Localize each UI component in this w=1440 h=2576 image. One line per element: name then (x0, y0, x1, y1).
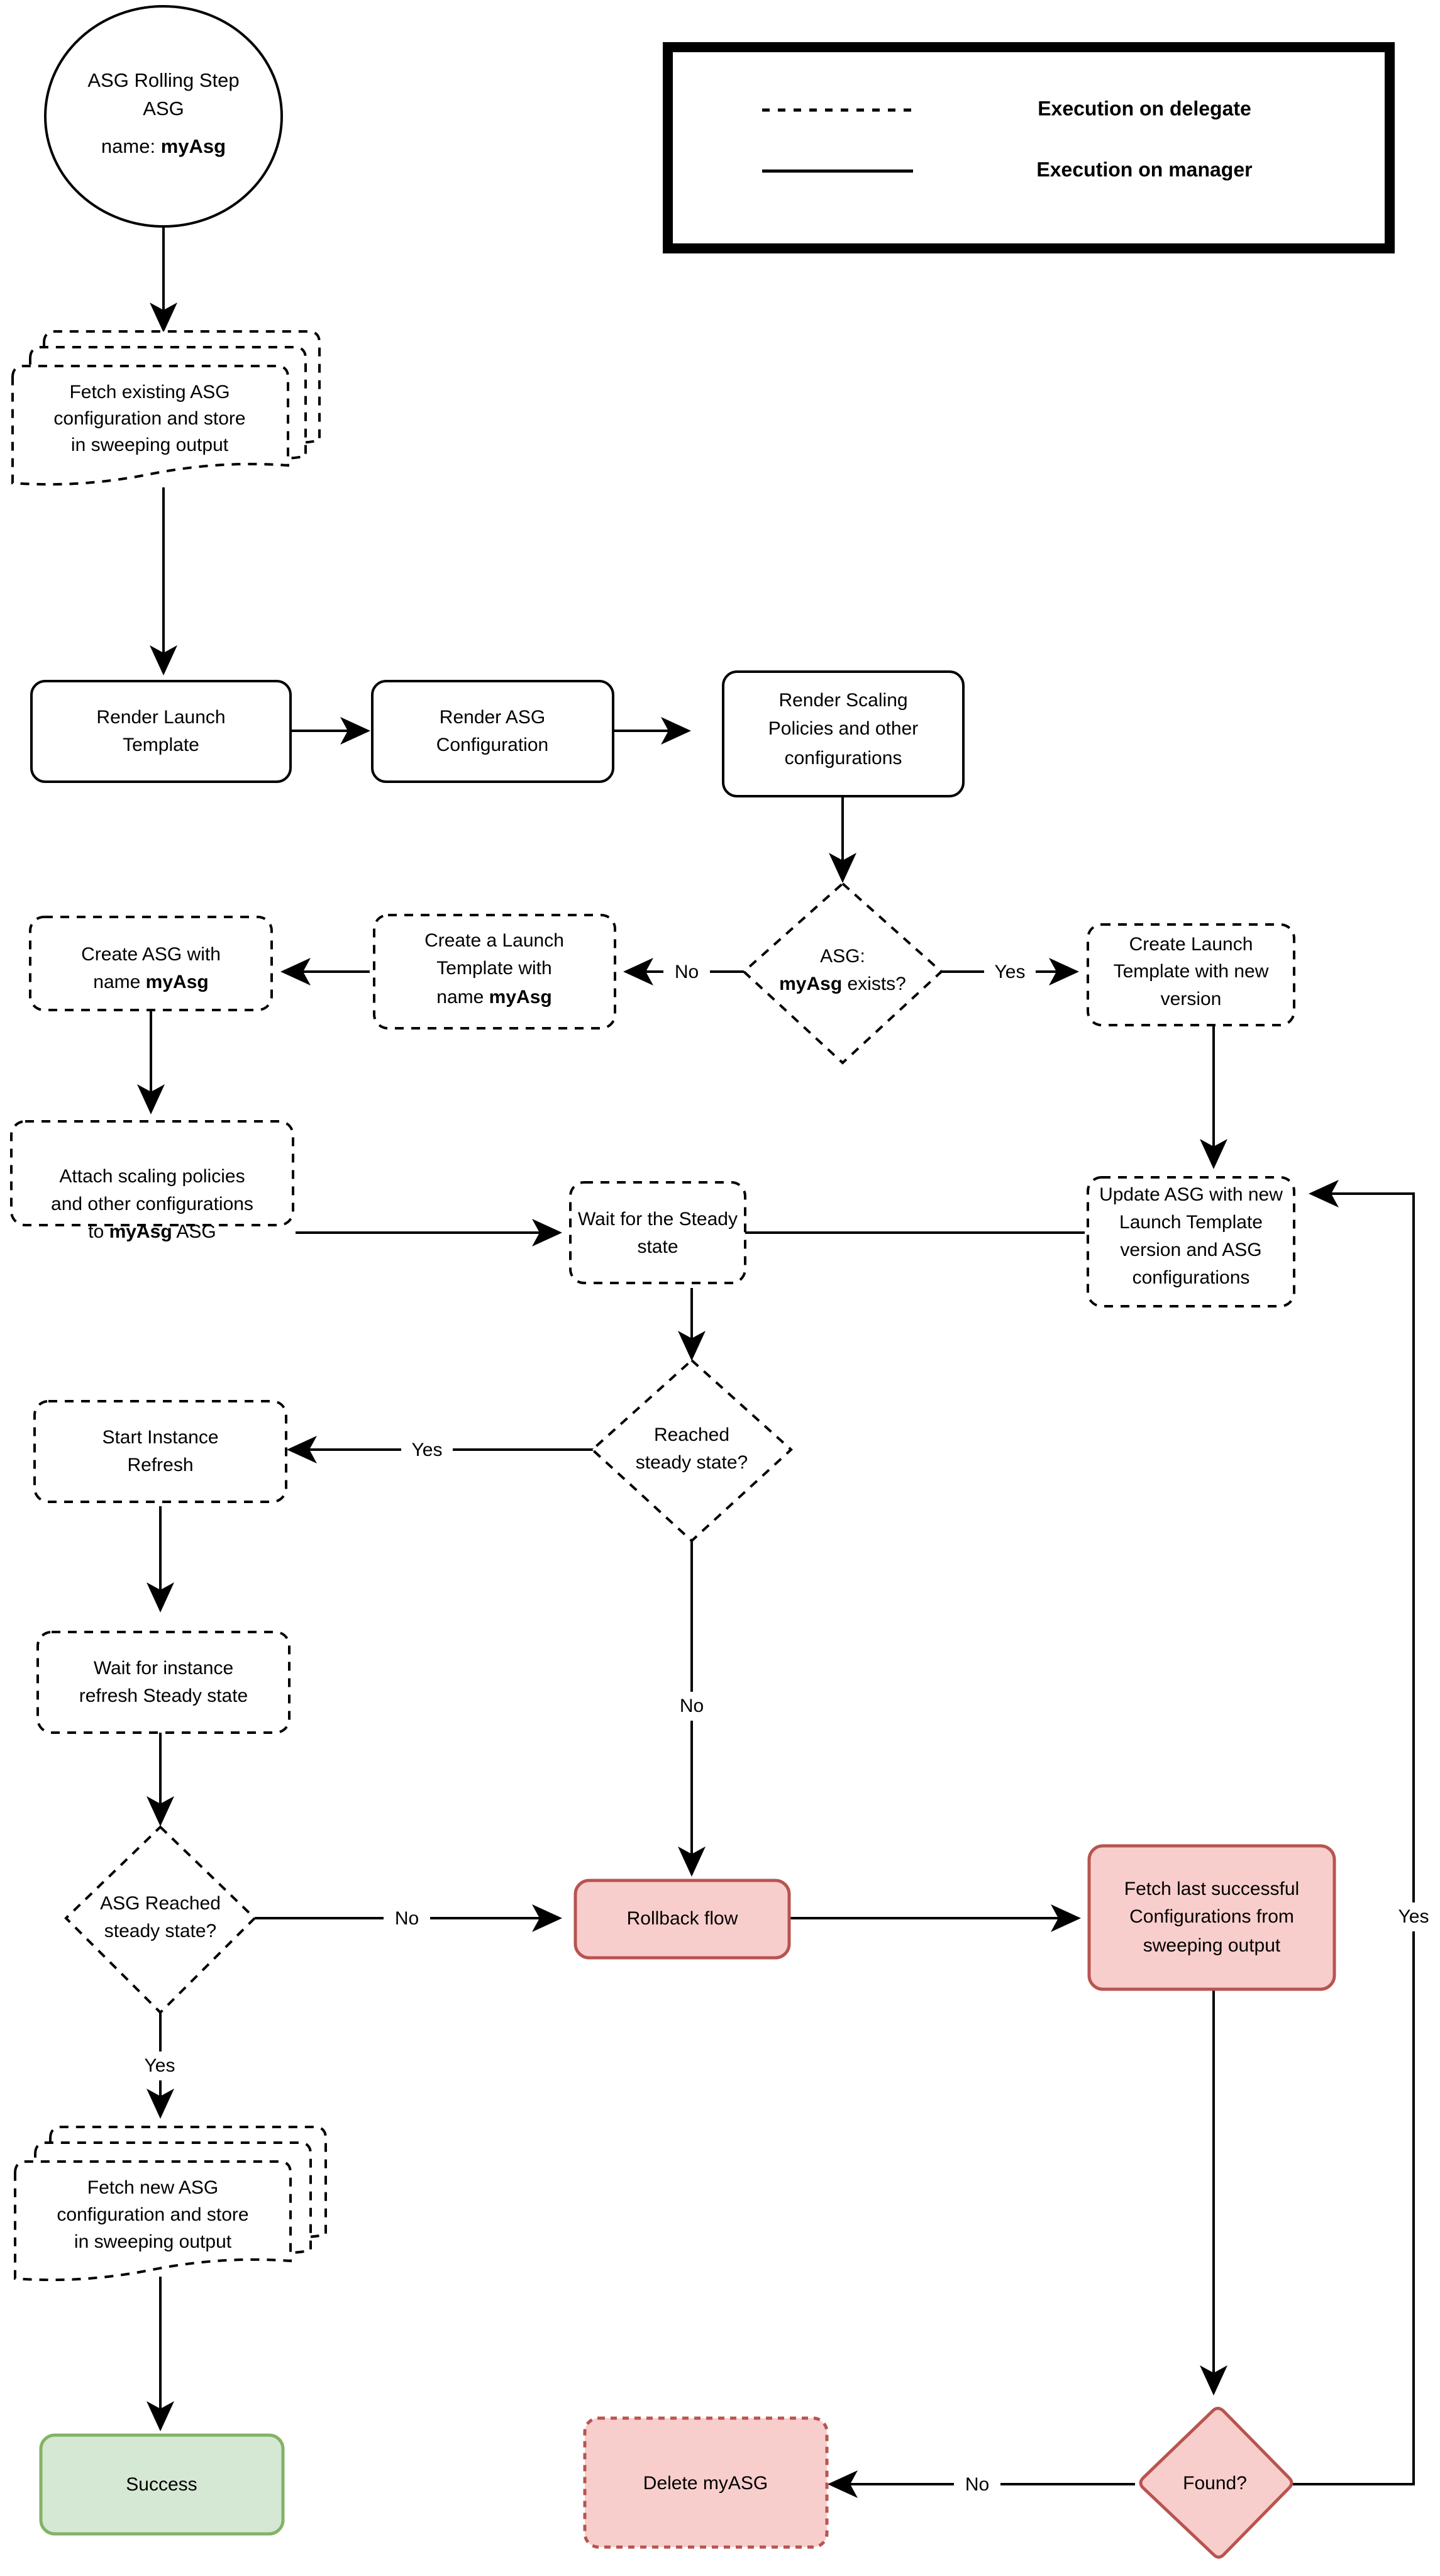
node-render-scaling-policies[interactable]: Render Scaling Policies and other config… (722, 670, 965, 797)
node-render-launch-template[interactable]: Render Launch Template (30, 680, 292, 783)
node-create-lt-new-line1: Create Launch (1129, 934, 1253, 955)
node-wait-steady-line1: Wait for the Steady (578, 1209, 738, 1230)
node-create-asg-line2-prefix: name (93, 972, 145, 992)
edge-labels: No Yes Yes No No Yes No Yes (134, 958, 1437, 2499)
node-render-scaling-line3: configurations (785, 748, 902, 769)
node-update-asg[interactable]: Update ASG with new Launch Template vers… (1087, 1176, 1295, 1307)
edge-label-reached-steady-yes: Yes (412, 1440, 443, 1460)
node-wait-steady-state[interactable]: Wait for the Steady state (569, 1181, 746, 1284)
node-create-asg-line1: Create ASG with (81, 944, 221, 965)
node-decision-asg-reached-steady[interactable]: ASG Reached steady state? (64, 1825, 257, 2014)
node-attach-line3-prefix: to (88, 1221, 109, 1242)
node-fetch-last-successful[interactable]: Fetch last successful Configurations fro… (1087, 1844, 1336, 1991)
node-wait-instance-refresh[interactable]: Wait for instance refresh Steady state (36, 1631, 291, 1734)
edge-label-found-yes: Yes (1398, 1906, 1429, 1927)
node-asg-reached-line2: steady state? (104, 1921, 216, 1941)
node-create-lt-named-line3-bold: myAsg (489, 987, 552, 1008)
node-fetch-existing-asg[interactable]: Fetch existing ASG configuration and sto… (11, 330, 321, 486)
node-start-refresh-line1: Start Instance (102, 1427, 218, 1448)
node-render-scaling-line1: Render Scaling (778, 690, 907, 711)
node-rollback-line1: Rollback flow (627, 1908, 738, 1929)
svg-text:name myAsg: name myAsg (436, 987, 551, 1008)
node-asg-reached-line1: ASG Reached (100, 1893, 221, 1914)
legend-label-delegate: Execution on delegate (1038, 97, 1251, 119)
node-fetch-last-line2: Configurations from (1129, 1906, 1294, 1927)
node-start-line1: ASG Rolling Step (87, 69, 239, 91)
edge-label-asg-reached-no: No (395, 1908, 419, 1929)
node-fetch-last-line3: sweeping output (1143, 1935, 1281, 1956)
edge-label-reached-steady-no: No (680, 1696, 704, 1716)
node-update-asg-line4: configurations (1133, 1267, 1250, 1288)
node-wait-refresh-line1: Wait for instance (94, 1658, 233, 1679)
node-wait-steady-line2: state (637, 1236, 678, 1257)
node-decision-found[interactable]: Found? (1139, 2406, 1293, 2559)
node-reached-steady-line2: steady state? (636, 1452, 748, 1473)
node-attach-line3-bold: myAsg (109, 1221, 172, 1242)
node-update-asg-line2: Launch Template (1119, 1212, 1263, 1233)
node-attach-line1: Attach scaling policies (59, 1166, 245, 1187)
node-fetch-new-line2: configuration and store (57, 2204, 248, 2225)
node-wait-refresh-line2: refresh Steady state (79, 1685, 248, 1706)
node-attach-scaling-policies[interactable]: Attach scaling policies and other config… (10, 1120, 294, 1242)
node-fetch-last-line1: Fetch last successful (1124, 1879, 1299, 1899)
node-asg-exists-bold: myAsg (779, 974, 842, 994)
node-start-line3-prefix: name: (101, 135, 161, 157)
legend: Execution on delegate Execution on manag… (663, 42, 1395, 253)
node-render-asg-configuration[interactable]: Render ASG Configuration (371, 680, 614, 783)
node-delete-line1: Delete myASG (643, 2473, 768, 2494)
svg-text:name myAsg: name myAsg (93, 972, 208, 992)
node-start-instance-refresh[interactable]: Start Instance Refresh (33, 1400, 287, 1503)
svg-text:name: myAsg: name: myAsg (101, 135, 226, 157)
node-create-asg-line2-bold: myAsg (146, 972, 209, 992)
node-fetch-existing-line1: Fetch existing ASG (69, 382, 230, 402)
node-render-lt-line2: Template (123, 735, 199, 755)
node-fetch-new-line3: in sweeping output (74, 2231, 232, 2252)
node-decision-asg-exists[interactable]: ASG: myAsg exists? (742, 882, 943, 1065)
legend-label-manager: Execution on manager (1036, 158, 1252, 180)
svg-text:to myAsg ASG: to myAsg ASG (88, 1221, 216, 1242)
node-create-lt-new-line2: Template with new (1114, 961, 1269, 982)
node-render-scaling-line2: Policies and other (768, 718, 918, 739)
node-update-asg-line3: version and ASG (1120, 1240, 1261, 1260)
node-delete-myasg[interactable]: Delete myASG (583, 2416, 829, 2549)
edge-label-asg-exists-no: No (675, 962, 699, 982)
node-create-lt-new-version[interactable]: Create Launch Template with new version (1087, 923, 1295, 1026)
node-create-asg[interactable]: Create ASG with name myAsg (29, 916, 273, 1011)
node-render-lt-line1: Render Launch (96, 707, 225, 728)
edge-label-asg-exists-yes: Yes (995, 962, 1026, 982)
node-fetch-existing-line2: configuration and store (53, 408, 245, 429)
node-decision-reached-steady[interactable]: Reached steady state? (590, 1358, 793, 1543)
node-start-line3-bold: myAsg (161, 135, 226, 157)
node-success-line1: Success (126, 2474, 197, 2495)
node-create-launch-template-named[interactable]: Create a Launch Template with name myAsg (373, 914, 616, 1030)
node-asg-exists-line1: ASG: (820, 946, 865, 967)
node-start[interactable]: ASG Rolling Step ASG name: myAsg (44, 5, 283, 228)
node-fetch-new-line1: Fetch new ASG (87, 2177, 218, 2198)
node-render-asg-line2: Configuration (436, 735, 548, 755)
node-attach-line2: and other configurations (51, 1194, 253, 1214)
edge-label-found-no: No (965, 2474, 989, 2495)
node-reached-steady-line1: Reached (654, 1424, 729, 1445)
node-success[interactable]: Success (39, 2433, 285, 2536)
node-create-lt-named-line2: Template with (436, 958, 551, 979)
node-create-lt-new-line3: version (1161, 989, 1222, 1009)
edges (137, 226, 1415, 2498)
node-found-line1: Found? (1183, 2473, 1247, 2494)
node-update-asg-line1: Update ASG with new (1099, 1184, 1283, 1205)
node-create-lt-named-line3-prefix: name (436, 987, 489, 1008)
node-asg-exists-rest: exists? (842, 974, 906, 994)
node-create-lt-named-line1: Create a Launch (424, 930, 564, 951)
node-start-refresh-line2: Refresh (127, 1455, 193, 1475)
node-fetch-existing-line3: in sweeping output (71, 435, 229, 455)
node-render-asg-line1: Render ASG (440, 707, 545, 728)
node-fetch-new-asg[interactable]: Fetch new ASG configuration and store in… (14, 2126, 327, 2282)
node-attach-line3-suffix: ASG (172, 1221, 216, 1242)
edge-label-asg-reached-yes: Yes (145, 2055, 175, 2076)
node-rollback-flow[interactable]: Rollback flow (573, 1879, 791, 1960)
svg-text:myAsg exists?: myAsg exists? (779, 974, 906, 994)
node-start-line2: ASG (143, 97, 184, 119)
